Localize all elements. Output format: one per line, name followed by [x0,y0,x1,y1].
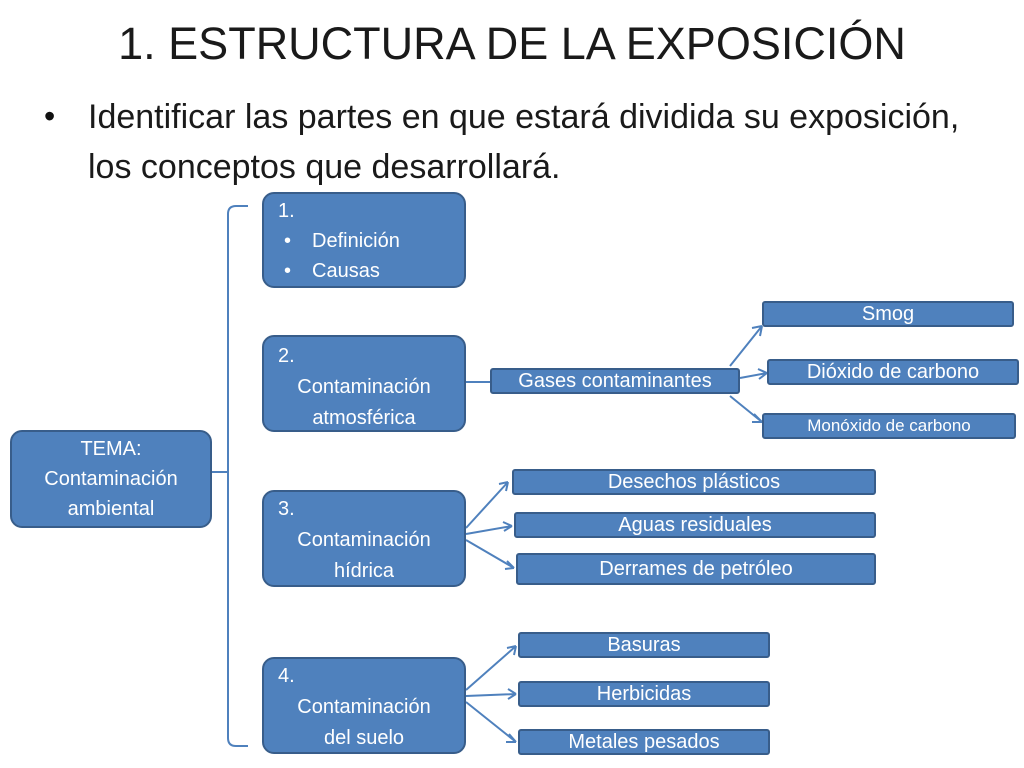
arrow-to-dioxido [739,368,768,380]
leaf-derrames-de-petroleo: Derrames de petróleo [516,553,876,585]
section-3-node: 3. Contaminación hídrica [262,490,466,587]
section-4-node: 4. Contaminación del suelo [262,657,466,754]
root-line-2: Contaminación [44,468,178,490]
bullet-icon: • [44,98,56,134]
section-1-item-causas: Causas [264,256,464,286]
section-4-line-2: del suelo [323,727,405,749]
section-2-line-2: atmosférica [312,407,416,429]
leaf-desechos-plasticos: Desechos plásticos [512,469,876,495]
section-2-node: 2. Contaminación atmosférica [262,335,466,432]
arrow-to-desechos [465,481,509,529]
slide-title: 1. ESTRUCTURA DE LA EXPOSICIÓN [118,18,906,69]
arrow-to-monoxido [729,395,763,423]
arrow-to-aguas [465,521,513,535]
leaf-basuras: Basuras [518,632,770,658]
section-1-item-definicion: Definición [264,226,464,256]
leaf-smog: Smog [762,301,1014,327]
section-3-line-2: hídrica [333,560,395,582]
arrow-to-derrames [465,539,515,570]
section-4-line-1: Contaminación [297,696,431,718]
arrow-to-herbicidas [465,688,517,700]
arrow-to-smog [729,325,763,367]
leaf-metales-pesados: Metales pesados [518,729,770,755]
section-2-number: 2. [278,345,295,367]
gases-contaminantes-node: Gases contaminantes [490,368,740,394]
root-bracket [212,205,248,747]
section-1-list: Definición Causas [264,226,464,286]
section-1-node: 1. Definición Causas [262,192,466,288]
leaf-monoxido-de-carbono: Monóxido de carbono [762,413,1016,439]
section-2-line-1: Contaminación [297,376,431,398]
arrow-to-metales [465,701,517,743]
leaf-aguas-residuales: Aguas residuales [514,512,876,538]
section-1-number: 1. [278,200,295,222]
bullet-text: Identificar las partes en que estará div… [88,98,960,186]
leaf-herbicidas: Herbicidas [518,681,770,707]
arrow-to-basuras [465,645,517,691]
section-4-number: 4. [278,665,295,687]
root-node-tema: TEMA: Contaminación ambiental [10,430,212,528]
section-3-line-1: Contaminación [297,529,431,551]
root-line-3: ambiental [67,498,155,520]
section-3-number: 3. [278,498,295,520]
leaf-dioxido-de-carbono: Dióxido de carbono [767,359,1019,385]
root-line-1: TEMA: [80,438,142,460]
